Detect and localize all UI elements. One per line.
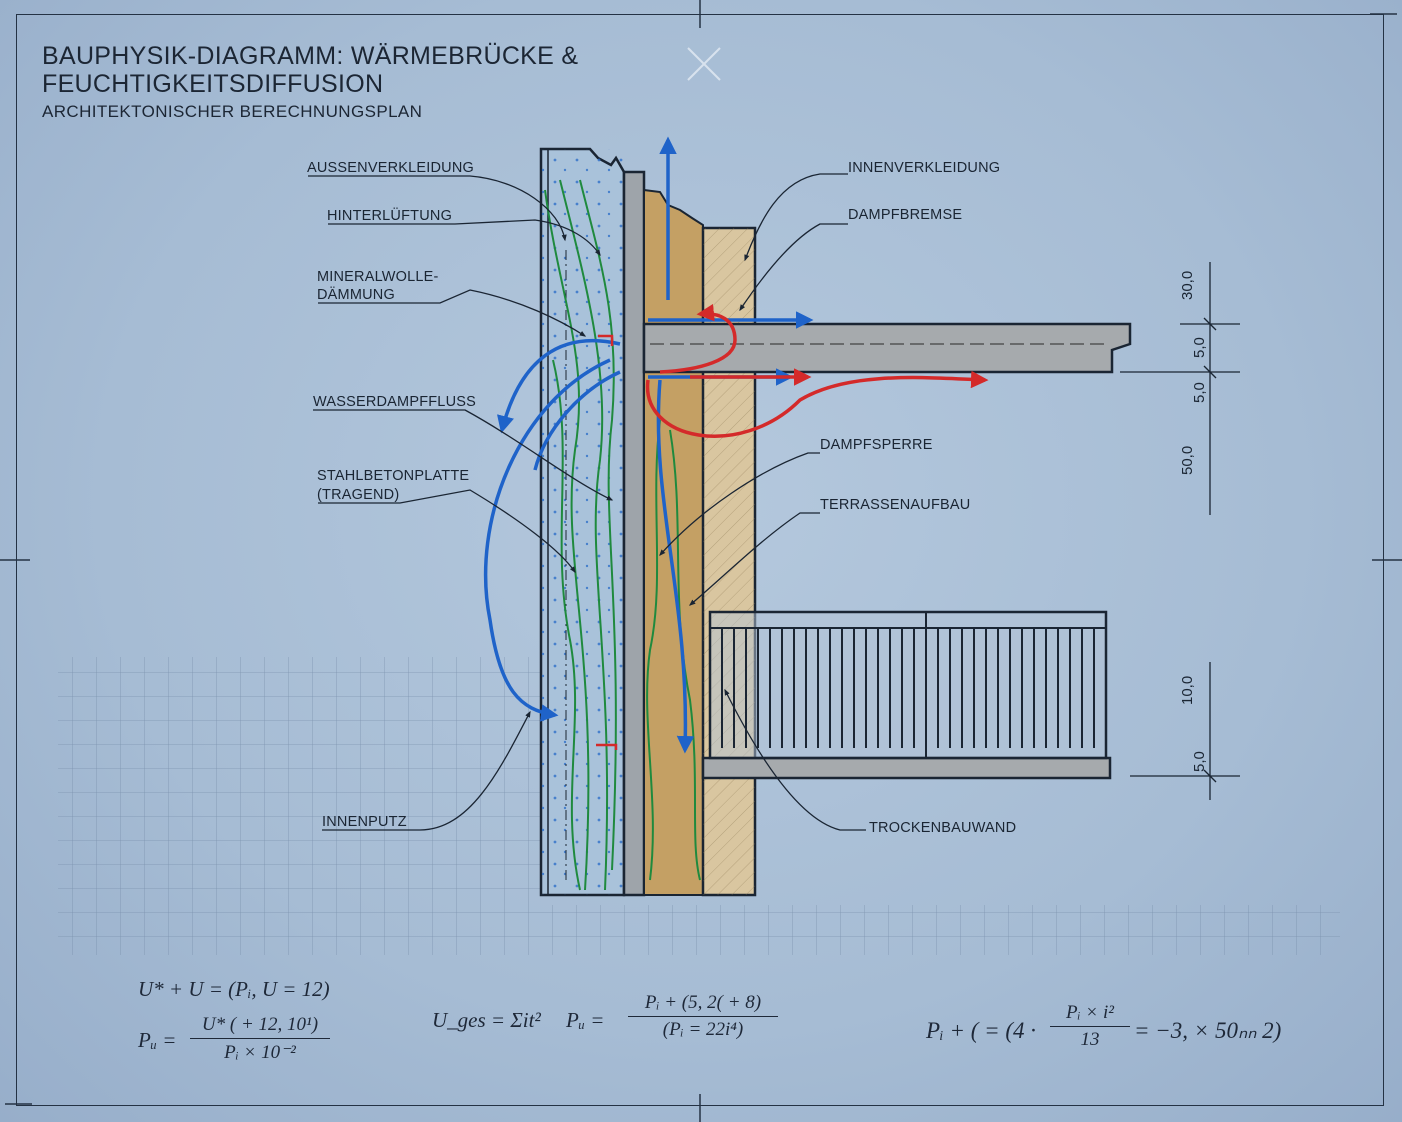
left-labels: AUSSENVERKLEIDUNG HINTERLÜFTUNG MINERALW…: [307, 160, 476, 830]
dim-5-a: 5,0: [1191, 337, 1208, 358]
dim-50: 50,0: [1179, 446, 1196, 475]
label-innenputz: INNENPUTZ: [322, 814, 407, 830]
label-innenverkleidung: INNENVERKLEIDUNG: [848, 160, 1000, 176]
label-hinterlueftung: HINTERLÜFTUNG: [327, 206, 452, 224]
diagram-subtitle: ARCHITEKTONISCHER BERECHNUNGSPLAN: [42, 102, 423, 121]
hatched-grid: [58, 657, 1340, 955]
right-labels: INNENVERKLEIDUNG DAMPFBREMSE DAMPFSPERRE…: [820, 160, 1016, 836]
label-stahlbeton-2: (TRAGEND): [317, 487, 399, 503]
railing: [708, 610, 1108, 760]
outer-cladding: [539, 147, 626, 897]
label-trockenbauwand: TROCKENBAUWAND: [869, 820, 1016, 836]
equation-4-fraction: Pᵢ × i² 13: [1050, 1002, 1130, 1051]
label-terrassenaufbau: TERRASSENAUFBAU: [820, 497, 970, 513]
equation-3-a: U_ges = Σit²: [432, 1008, 541, 1032]
label-aussenverkleidung: AUSSENVERKLEIDUNG: [307, 160, 474, 176]
label-dampfsperre: DAMPFSPERRE: [820, 437, 933, 453]
equation-2-fraction: U* ( + 12, 10¹) Pᵢ × 10⁻²: [190, 1014, 330, 1064]
dimension-lines: [1120, 262, 1240, 800]
title-line-2: FEUCHTIGKEITSDIFFUSION: [42, 70, 384, 98]
equation-2-numerator: U* ( + 12, 10¹): [201, 1014, 319, 1035]
equation-4-a: Pᵢ + ( = (4 ·: [926, 1018, 1037, 1043]
equation-3-denominator: (Pᵢ = 22i⁴): [662, 1019, 744, 1040]
dim-5-b: 5,0: [1191, 382, 1208, 403]
equation-3-fraction: Pᵢ + (5, 2( + 8) (Pᵢ = 22i⁴): [628, 992, 778, 1041]
dim-10: 10,0: [1179, 676, 1196, 705]
label-stahlbeton-1: STAHLBETONPLATTE: [317, 468, 469, 484]
balcony-slab-lower: [701, 756, 1112, 780]
moisture-lines: [544, 179, 701, 891]
balcony-slab-upper: [642, 322, 1132, 374]
diagram-title: BAUPHYSIK-DIAGRAMM: WÄRMEBRÜCKE & FEUCHT…: [42, 42, 578, 98]
dimension-labels: 30,0 5,0 5,0 50,0 10,0 5,0: [1179, 271, 1208, 772]
equation-1: U* + U = (Pᵢ, U = 12): [138, 977, 330, 1001]
equation-3-numerator: Pᵢ + (5, 2( + 8): [644, 992, 762, 1013]
label-wasserdampffluss: WASSERDAMPFFLUSS: [313, 394, 476, 410]
equation-4-denominator: 13: [1080, 1029, 1100, 1050]
label-dampfbremse: DAMPFBREMSE: [848, 207, 962, 223]
equation-2-denominator: Pᵢ × 10⁻²: [224, 1042, 296, 1063]
equation-4-numerator: Pᵢ × i²: [1066, 1002, 1114, 1023]
heat-flow-arrows: [596, 303, 989, 750]
concrete-core: [622, 170, 646, 897]
equation-2-lhs: Pᵤ =: [138, 1028, 177, 1052]
equation-4-b: = −3, × 50ₙₙ 2): [1134, 1018, 1282, 1043]
leader-lines: [308, 173, 866, 831]
dim-30: 30,0: [1179, 271, 1196, 300]
equation-3-lhs: Pᵤ =: [566, 1008, 605, 1032]
title-line-1: BAUPHYSIK-DIAGRAMM: WÄRMEBRÜCKE &: [42, 42, 579, 70]
dim-5-c: 5,0: [1191, 751, 1208, 772]
label-mineralwolle-2: DÄMMUNG: [317, 286, 395, 303]
label-mineralwolle-1: MINERALWOLLE-: [317, 269, 439, 285]
